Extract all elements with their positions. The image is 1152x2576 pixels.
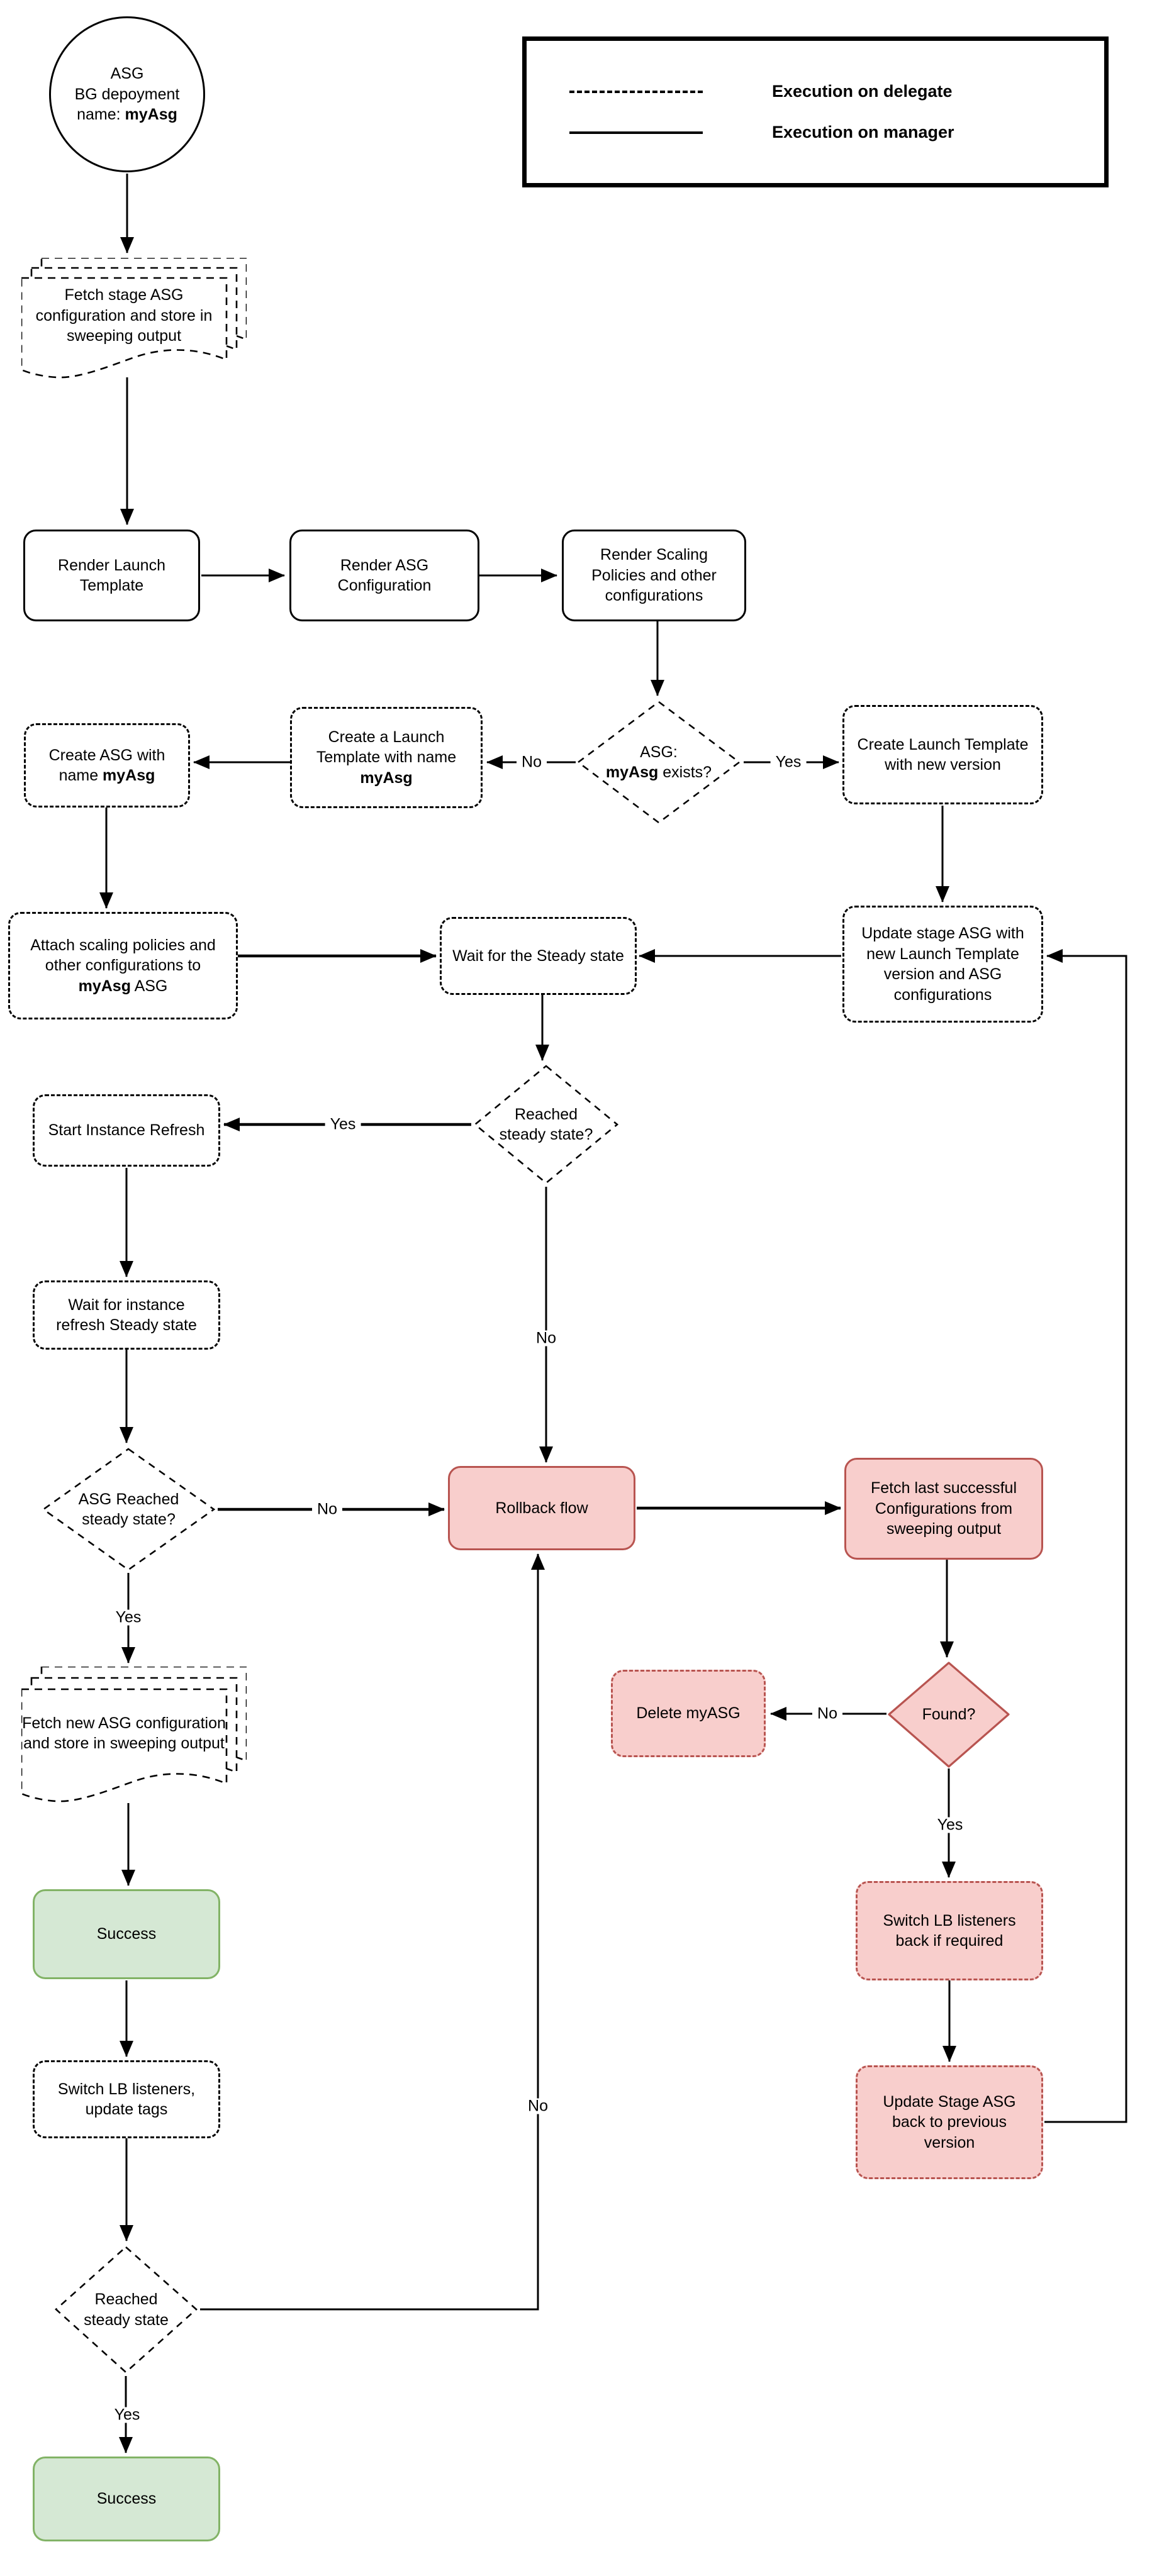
rollback-flow-label: Rollback flow bbox=[495, 1499, 588, 1517]
edge-label-yes: Yes bbox=[325, 1116, 361, 1133]
render-scaling-policies-node: Render Scaling Policies and other config… bbox=[562, 530, 746, 621]
wait-steady-state-node: Wait for the Steady state bbox=[440, 917, 637, 995]
legend-item-manager: Execution on manager bbox=[527, 123, 1104, 142]
edge-label-yes: Yes bbox=[110, 1609, 147, 1626]
update-stage-back-label: Update Stage ASG back to previous versio… bbox=[883, 2092, 1016, 2151]
document-stack-shape bbox=[20, 257, 248, 379]
document-stack-shape bbox=[20, 1665, 248, 1802]
create-launch-new-version-node: Create Launch Template with new version bbox=[842, 705, 1043, 804]
edge-label-no: No bbox=[531, 1330, 561, 1346]
diamond-shape bbox=[576, 701, 741, 824]
fetch-last-successful-label: Fetch last successful Configurations fro… bbox=[870, 1479, 1017, 1538]
solid-line-sample bbox=[569, 131, 703, 134]
diamond-shape bbox=[888, 1662, 1010, 1768]
attach-scaling-policies-node: Attach scaling policies and other config… bbox=[8, 912, 238, 1019]
reached-steady-state-label: Reached steady state? bbox=[499, 1105, 593, 1144]
wait-instance-refresh-node: Wait for instance refresh Steady state bbox=[33, 1280, 220, 1350]
success-top-label: Success bbox=[96, 1925, 157, 1943]
asg-reached-steady-decision: ASG Reached steady state? bbox=[41, 1446, 216, 1572]
edge-label-no: No bbox=[312, 1501, 342, 1518]
reached-steady-state-decision: Reached steady state? bbox=[473, 1063, 620, 1185]
create-launch-myasg-label: Create a Launch Template with name myAsg bbox=[316, 728, 457, 787]
asg-reached-steady-label: ASG Reached steady state? bbox=[78, 1490, 179, 1529]
asg-exists-suffix: exists? bbox=[658, 763, 712, 781]
wait-instance-refresh-label: Wait for instance refresh Steady state bbox=[56, 1296, 197, 1335]
switch-lb-update-tags-node: Switch LB listeners, update tags bbox=[33, 2060, 220, 2138]
start-line1: ASG bbox=[110, 65, 144, 83]
reached-steady-bottom-label: Reached steady state bbox=[84, 2290, 169, 2329]
create-asg-myasg-node: Create ASG with name myAsg bbox=[24, 723, 190, 808]
diamond-shape bbox=[55, 2246, 198, 2373]
start-node: ASG BG depoyment name: myAsg bbox=[49, 16, 205, 172]
start-line3: name: bbox=[77, 106, 125, 124]
edge-label-no: No bbox=[812, 1706, 842, 1722]
create-launch-myasg-node: Create a Launch Template with name myAsg bbox=[290, 707, 483, 808]
fetch-stage-asg-document: Fetch stage ASG configuration and store … bbox=[20, 257, 248, 379]
switch-lb-back-node: Switch LB listeners back if required bbox=[856, 1881, 1043, 1980]
update-stage-back-node: Update Stage ASG back to previous versio… bbox=[856, 2065, 1043, 2179]
asg-exists-decision: ASG: myAsg exists? bbox=[576, 699, 742, 825]
dashed-line-sample bbox=[569, 90, 703, 93]
fetch-new-asg-document: Fetch new ASG configuration and store in… bbox=[20, 1665, 248, 1803]
update-stage-asg-node: Update stage ASG with new Launch Templat… bbox=[842, 906, 1043, 1023]
wait-steady-state-label: Wait for the Steady state bbox=[452, 947, 624, 965]
rollback-flow-node: Rollback flow bbox=[448, 1466, 635, 1550]
reached-steady-bottom-decision: Reached steady state bbox=[53, 2245, 199, 2375]
diamond-shape bbox=[473, 1065, 619, 1184]
fetch-new-asg-label: Fetch new ASG configuration and store in… bbox=[22, 1714, 226, 1753]
legend-item-delegate: Execution on delegate bbox=[527, 82, 1104, 101]
success-top-node: Success bbox=[33, 1889, 220, 1979]
render-asg-configuration-node: Render ASG Configuration bbox=[289, 530, 479, 621]
asg-exists-line1: ASG: bbox=[640, 743, 678, 761]
render-scaling-policies-label: Render Scaling Policies and other config… bbox=[591, 546, 717, 605]
create-asg-myasg-label: Create ASG with name myAsg bbox=[48, 746, 165, 785]
fetch-stage-asg-label: Fetch stage ASG configuration and store … bbox=[35, 286, 213, 345]
edge-label-yes: Yes bbox=[770, 754, 807, 770]
render-asg-configuration-label: Render ASG Configuration bbox=[337, 556, 432, 595]
fetch-last-successful-node: Fetch last successful Configurations fro… bbox=[844, 1458, 1043, 1560]
legend-label: Execution on delegate bbox=[772, 82, 953, 101]
success-bottom-node: Success bbox=[33, 2457, 220, 2541]
edge-label-no: No bbox=[523, 2098, 553, 2114]
create-launch-new-version-label: Create Launch Template with new version bbox=[857, 735, 1029, 774]
start-line2: BG depoyment bbox=[74, 85, 180, 103]
delete-myasg-label: Delete myASG bbox=[636, 1704, 741, 1723]
start-instance-refresh-node: Start Instance Refresh bbox=[33, 1094, 220, 1167]
asg-exists-name: myAsg bbox=[605, 763, 659, 781]
legend-box: Execution on delegate Execution on manag… bbox=[522, 36, 1109, 187]
found-label: Found? bbox=[922, 1706, 976, 1724]
delete-myasg-node: Delete myASG bbox=[611, 1670, 766, 1757]
render-launch-template-label: Render Launch Template bbox=[58, 556, 165, 595]
legend-label: Execution on manager bbox=[772, 123, 954, 142]
switch-lb-back-label: Switch LB listeners back if required bbox=[883, 1911, 1016, 1950]
edge-label-no: No bbox=[517, 754, 547, 770]
update-stage-asg-label: Update stage ASG with new Launch Templat… bbox=[861, 924, 1024, 1004]
success-bottom-label: Success bbox=[96, 2490, 157, 2508]
switch-lb-update-tags-label: Switch LB listeners, update tags bbox=[57, 2080, 196, 2119]
diamond-shape bbox=[42, 1448, 216, 1571]
render-launch-template-node: Render Launch Template bbox=[23, 530, 200, 621]
asg-exists-label: ASG: myAsg exists? bbox=[576, 699, 742, 825]
edge-label-yes: Yes bbox=[109, 2407, 145, 2423]
edge-label-yes: Yes bbox=[932, 1817, 968, 1833]
start-asg-name: myAsg bbox=[125, 106, 177, 124]
found-decision: Found? bbox=[886, 1660, 1012, 1770]
attach-scaling-policies-label: Attach scaling policies and other config… bbox=[30, 936, 216, 995]
start-instance-refresh-label: Start Instance Refresh bbox=[48, 1121, 205, 1140]
